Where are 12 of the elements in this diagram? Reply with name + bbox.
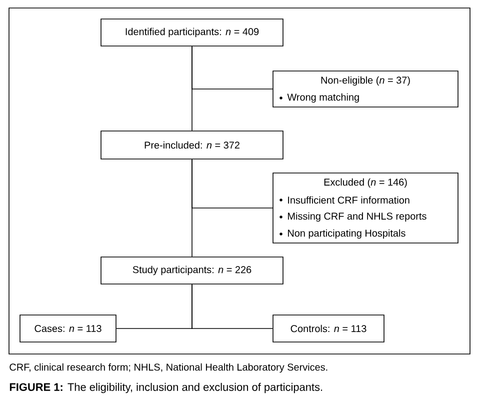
process-box: Pre-included: n = 372 — [100, 130, 284, 160]
connector-line — [192, 159, 274, 208]
process-box: Controls: n = 113 — [272, 314, 384, 342]
process-box: Study participants: n = 226 — [100, 256, 284, 284]
criteria-box: Excluded (n = 146) Insufficient CRF information Missing CRF and NHLS reports Non participating Hospitals — [272, 172, 458, 244]
process-box: Identified participants: n = 409 — [100, 18, 284, 46]
criteria-box: Non-eligible (n = 37) Wrong matching — [272, 70, 458, 108]
connector-line — [192, 284, 273, 329]
figure-caption: FIGURE 1: The eligibility, inclusion and exclusion of participants. — [10, 382, 322, 394]
process-box: Cases: n = 113 — [20, 314, 116, 342]
footnote: CRF, clinical research form; NHLS, National Health Laboratory Services. — [10, 363, 328, 373]
connector-line — [192, 46, 274, 90]
